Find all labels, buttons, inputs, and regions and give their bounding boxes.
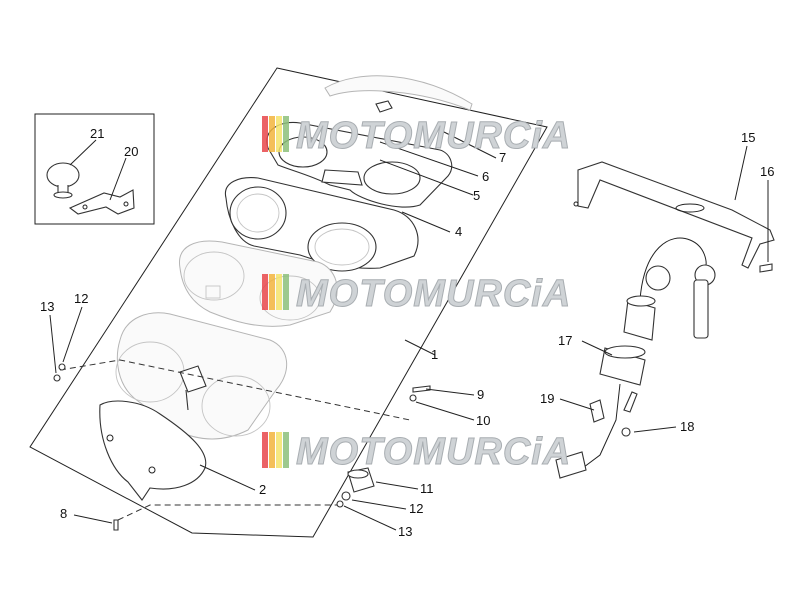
leader-lines [49,129,769,531]
part-2-lower-cover [99,400,207,501]
callout-10: 10 [476,413,490,428]
watermark-text-bottom: MOTOMURCiA [296,431,571,473]
callout-13-lower: 13 [398,524,412,539]
part-4-bezel [224,177,419,272]
part-12-13-left [53,363,66,382]
callout-2: 2 [259,482,266,497]
callout-1: 1 [431,347,438,362]
part-12-13-lower [336,491,351,508]
part-7-tab [375,100,393,113]
part-19-screw [589,399,605,423]
part-17-ignition-switch [555,237,716,479]
watermark-bottom: MOTOMURCiA [262,431,571,474]
callout-17: 17 [558,333,572,348]
assembly-axis-lower [117,504,340,521]
part-8-screw [113,519,119,531]
callout-11: 11 [420,481,434,496]
callout-20: 20 [124,144,138,159]
part-7-top-cover [324,75,473,111]
callout-7: 7 [499,150,506,165]
callout-13-left: 13 [40,299,54,314]
part-18-screw [621,391,638,437]
callout-8: 8 [60,506,67,521]
watermark-top: MOTOMURCiA [262,115,571,158]
gauge-face-ghost [179,240,338,327]
callout-4: 4 [455,224,462,239]
part-20-bracket [68,189,135,215]
part-15-bracket [573,161,775,269]
callout-15: 15 [741,130,755,145]
assembly-axis-upper [59,359,411,421]
callout-12-lower: 12 [409,501,423,516]
watermark-middle: MOTOMURCiA [262,273,571,316]
part-11-rubber [347,467,375,493]
watermark-text-middle: MOTOMURCiA [296,273,571,315]
lower-housing-ghost [115,312,288,440]
callout-21: 21 [90,126,104,141]
callout-labels: 21 20 7 6 5 4 1 2 8 9 10 11 12 13 12 13 … [40,126,774,539]
callout-9: 9 [477,387,484,402]
assembly-boundary [29,67,548,538]
inset-box [34,113,155,225]
callout-6: 6 [482,169,489,184]
callout-19: 19 [540,391,554,406]
callout-18: 18 [680,419,694,434]
watermark-text-top: MOTOMURCiA [296,115,571,157]
part-9-10-screw [409,385,431,402]
callout-16: 16 [760,164,774,179]
callout-12-left: 12 [74,291,88,306]
part-21-rubber-cap [46,162,80,199]
part-16-screw [759,263,773,273]
callout-5: 5 [473,188,480,203]
